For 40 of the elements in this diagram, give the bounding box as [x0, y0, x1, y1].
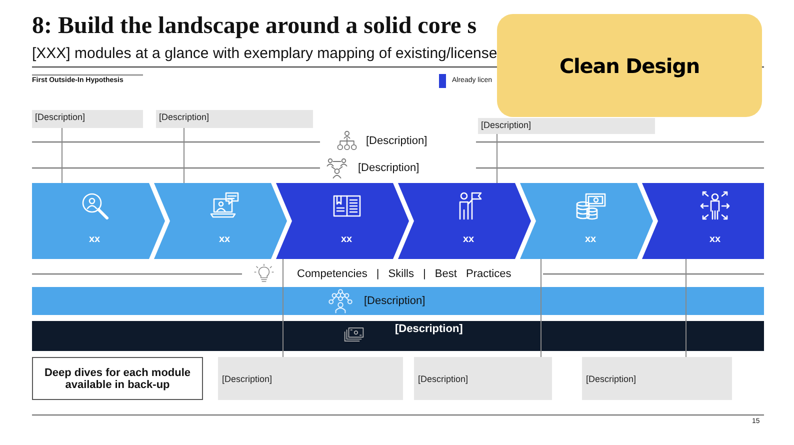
module-label: xx [709, 234, 721, 245]
module-label: xx [340, 234, 352, 245]
leader-line [540, 258, 542, 358]
description-box [478, 118, 655, 134]
description-box [582, 357, 732, 400]
module-label: xx [88, 234, 100, 245]
note-text: Deep dives for each module available in back-up [43, 366, 192, 390]
description-text: [Description] [586, 374, 636, 384]
topic-list: Competencies | Skills | Best Practices [297, 268, 512, 280]
description-text: [Description] [159, 112, 210, 122]
note-box [32, 357, 203, 400]
description-text: [Description] [481, 120, 532, 130]
description-box [218, 357, 403, 400]
chevron-shape [398, 183, 531, 259]
chevron-shape [642, 183, 764, 259]
description-box [414, 357, 552, 400]
description-bar [32, 321, 764, 351]
row-label: [Description] [358, 162, 420, 174]
chevron-shape [32, 183, 165, 259]
leader-line [282, 258, 284, 358]
description-text: [Description] [35, 112, 86, 122]
description-text: [Description] [222, 374, 272, 384]
slide-title: 8: Build the landscape around a solid core s [32, 13, 477, 40]
module-label: xx [462, 234, 474, 245]
sticky-note [497, 14, 762, 117]
bar-text: [Description] [395, 323, 463, 335]
chevron-shape [276, 183, 409, 259]
chevron-shape [154, 183, 287, 259]
module-label: xx [584, 234, 596, 245]
slide-subtitle: [XXX] modules at a glance with exemplary mapping of existing/license [32, 45, 498, 62]
description-bar [32, 287, 764, 315]
row-label: [Description] [366, 135, 428, 147]
chevron-shape [520, 183, 653, 259]
bar-text: [Description] [364, 295, 426, 307]
module-label: xx [218, 234, 230, 245]
description-box [32, 110, 143, 128]
leader-line [496, 134, 498, 184]
note-text: Clean Design [559, 54, 700, 78]
description-box [156, 110, 313, 128]
description-text: [Description] [418, 374, 468, 384]
